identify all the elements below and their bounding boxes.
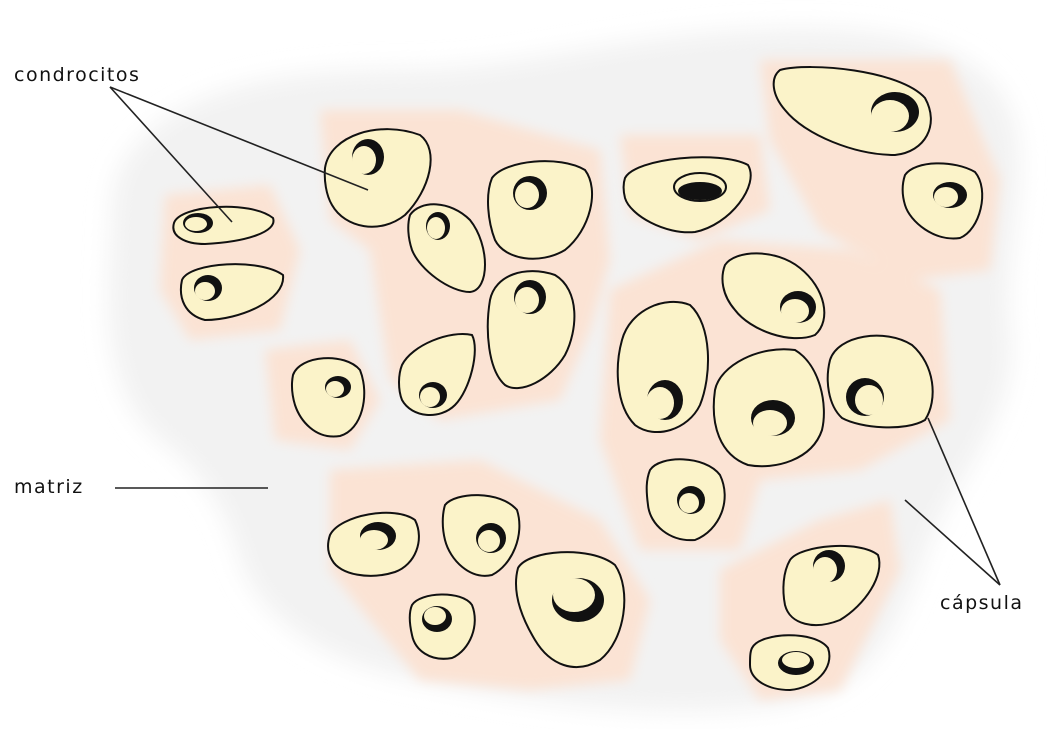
label-matriz: matriz xyxy=(14,478,84,497)
label-condrocitos: condrocitos xyxy=(14,66,140,85)
cell xyxy=(828,336,933,428)
label-capsula: cápsula xyxy=(940,594,1024,613)
